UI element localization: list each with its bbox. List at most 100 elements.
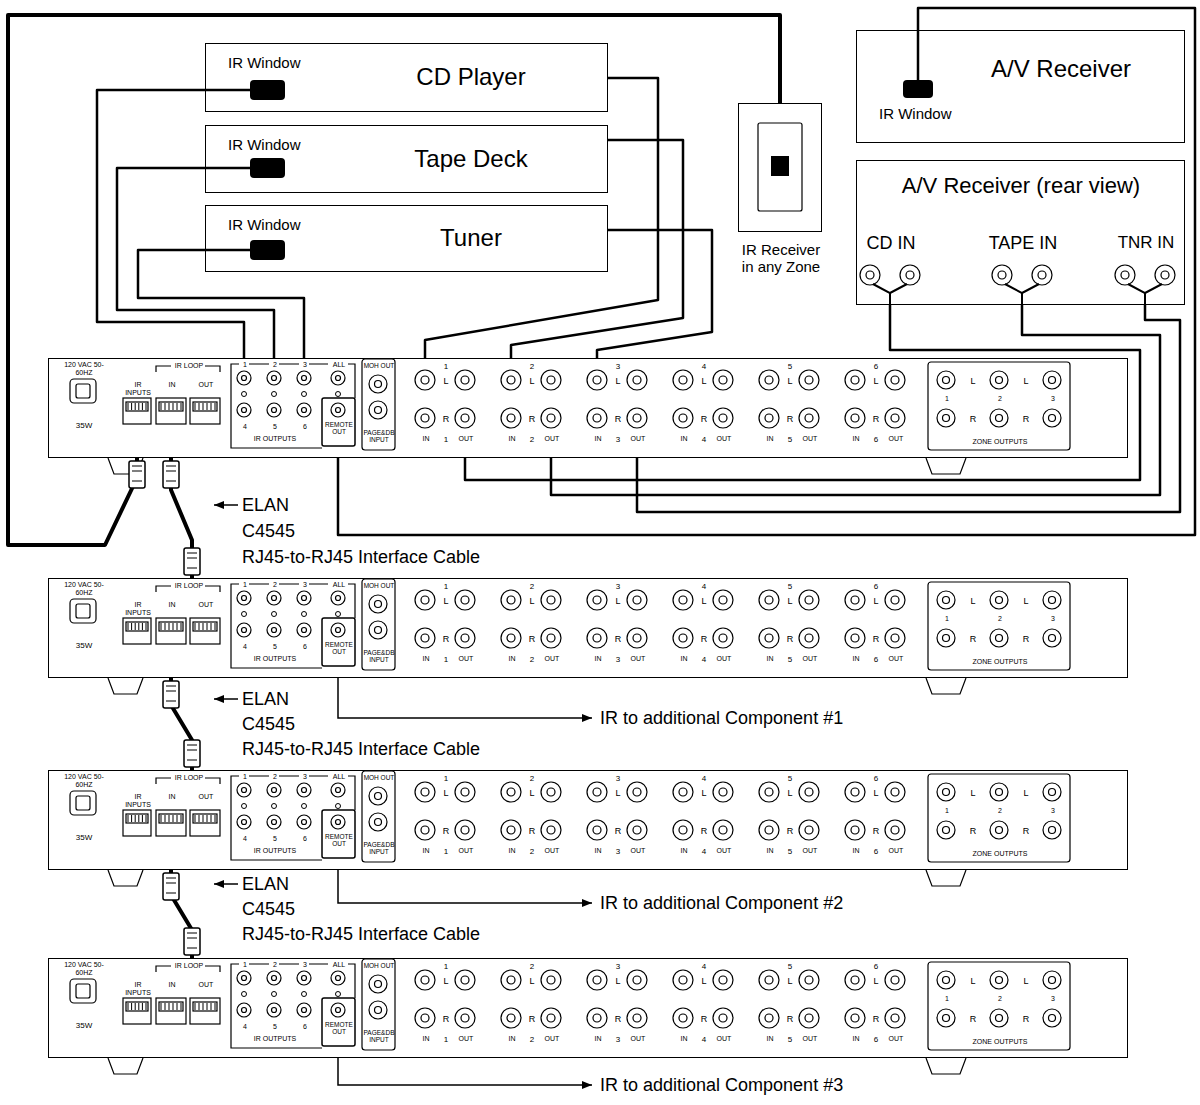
- rca-jack: [375, 1007, 382, 1014]
- panel-label: IR OUTPUTS: [254, 655, 296, 663]
- rca-jack: [937, 629, 955, 647]
- ir-jack: [297, 371, 311, 385]
- rj45-jack: [156, 618, 186, 644]
- panel-label: 5: [788, 655, 792, 664]
- remote-box: [322, 810, 355, 858]
- panel-label: OUT: [545, 435, 560, 443]
- panel-label: 5: [788, 847, 792, 856]
- amplifier-panel: 120 VAC 50-60HZ35WIR INPUTSIR LOOPINOUT1…: [48, 958, 1128, 1058]
- rca-jack: [369, 975, 387, 993]
- rca-jack: [1043, 971, 1061, 989]
- rca-jack: [1049, 1015, 1056, 1022]
- rca-jack: [593, 976, 601, 984]
- panel-label: 3: [616, 774, 620, 783]
- panel-label: 1: [444, 962, 448, 971]
- rca-jack: [593, 788, 601, 796]
- rca-jack: [461, 826, 469, 834]
- rj45-pin: [211, 403, 212, 410]
- rca-jack: [369, 595, 387, 613]
- rca-jack: [1115, 265, 1135, 285]
- ir-jack: [302, 376, 307, 381]
- rca-jack: [937, 821, 955, 839]
- ir-jack: [237, 815, 251, 829]
- rca-jack: [1043, 591, 1061, 609]
- rca-jack: [421, 634, 429, 642]
- panel-label: 4: [702, 362, 706, 371]
- callout-label: ELAN: [242, 873, 289, 895]
- rca-jack: [851, 788, 859, 796]
- rca-jack: [501, 370, 521, 390]
- rca-jack: [996, 1015, 1003, 1022]
- panel-label: L: [701, 596, 706, 606]
- wire: [551, 305, 1160, 495]
- panel-label: R: [787, 634, 794, 644]
- panel-label: 6: [874, 362, 878, 371]
- panel-label: IN: [423, 1035, 430, 1043]
- rj45-pin: [181, 403, 182, 410]
- rj45-jack: [159, 1002, 183, 1011]
- panel-label: R: [615, 634, 622, 644]
- led: [272, 612, 277, 617]
- panel-label: 120 VAC 50-60HZ: [64, 361, 104, 377]
- ir-jack: [297, 815, 311, 829]
- rca-jack: [421, 788, 429, 796]
- panel-label: IR LOOP: [175, 582, 203, 590]
- ir-wire: [205, 249, 250, 252]
- ir-jack: [331, 591, 345, 605]
- rca-jack: [799, 1008, 819, 1028]
- panel-label: 2: [998, 807, 1002, 815]
- panel-label: L: [443, 976, 448, 986]
- ir-jack: [297, 591, 311, 605]
- component-label: TNR IN: [1118, 233, 1175, 253]
- rj45-pin: [169, 403, 170, 410]
- panel-label: 2: [273, 961, 277, 969]
- foot: [926, 678, 966, 694]
- rca-jack: [627, 782, 647, 802]
- rj45-pin: [211, 815, 212, 822]
- rj45-plug: [129, 461, 145, 488]
- rca-jack: [799, 820, 819, 840]
- panel-label: L: [701, 376, 706, 386]
- rca-jack: [990, 783, 1008, 801]
- ir-jack: [336, 408, 341, 413]
- rca-jack: [627, 628, 647, 648]
- amplifier-panel: 120 VAC 50-60HZ35WIR INPUTSIR LOOPINOUT1…: [48, 358, 1128, 458]
- callout-label: C4545: [242, 898, 295, 920]
- panel-label: ALL: [333, 961, 345, 969]
- rj45-pin: [142, 623, 143, 630]
- rca-jack: [992, 265, 1012, 285]
- rca-jack: [713, 970, 733, 990]
- led: [302, 612, 307, 617]
- rca-jack: [421, 596, 429, 604]
- ir-jack: [272, 628, 277, 633]
- rj45-pin: [131, 815, 132, 822]
- rj45-pin: [146, 403, 147, 410]
- rca-jack: [866, 271, 874, 279]
- rj45-pin: [207, 1003, 208, 1010]
- power-inlet: [76, 796, 90, 810]
- rca-jack: [593, 634, 601, 642]
- panel-label: 35W: [76, 421, 92, 430]
- rca-jack: [885, 782, 905, 802]
- rca-jack: [805, 634, 813, 642]
- ir-jack: [336, 628, 341, 633]
- rca-jack: [501, 970, 521, 990]
- panel-label: OUT: [199, 381, 214, 389]
- rca-jack: [587, 628, 607, 648]
- rj45-pin: [203, 403, 204, 410]
- rca-jack: [547, 414, 555, 422]
- rca-jack: [375, 627, 382, 634]
- rca-jack: [375, 819, 382, 826]
- panel-label: 1: [444, 1035, 448, 1044]
- ir-jack: [242, 820, 247, 825]
- foot: [108, 870, 143, 886]
- panel-label: 1: [945, 995, 949, 1003]
- rca-jack: [759, 408, 779, 428]
- rca-jack: [990, 371, 1008, 389]
- rj45-jack: [126, 402, 148, 411]
- panel-label: IN: [681, 847, 688, 855]
- ir-jack: [237, 1003, 251, 1017]
- rj45-jack: [123, 810, 151, 836]
